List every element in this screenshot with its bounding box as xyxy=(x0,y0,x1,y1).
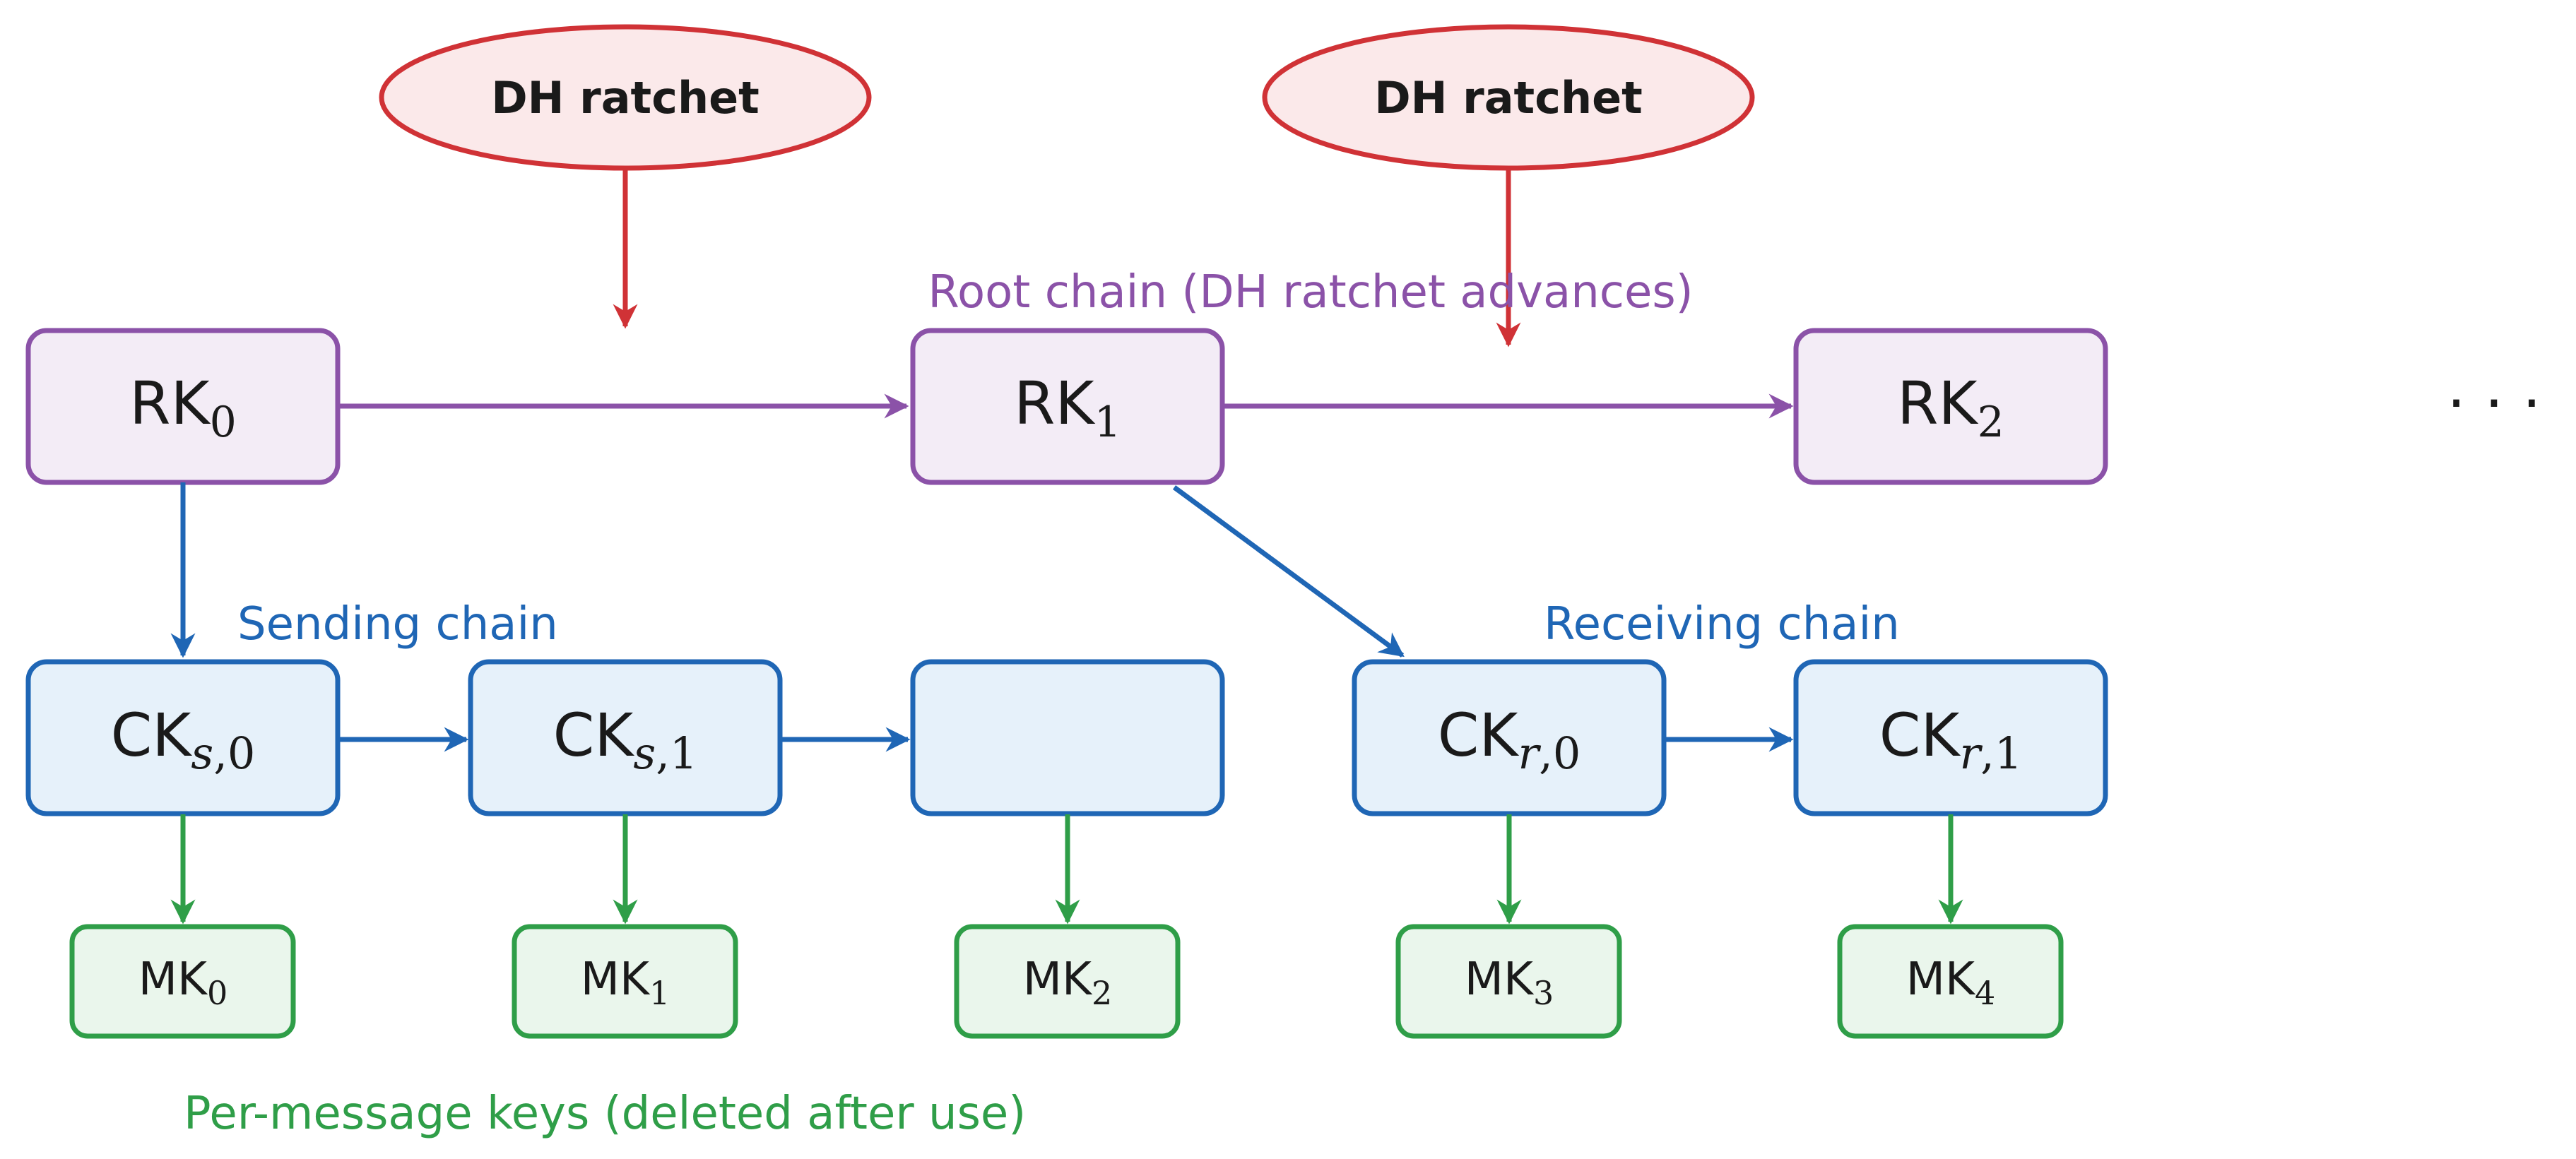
chain-key-base: CK xyxy=(111,701,193,770)
chain-key-base: CK xyxy=(1879,701,1961,770)
root-key-base: RK xyxy=(1897,369,1978,438)
root-key-sub: 0 xyxy=(210,398,237,447)
chain-key-ck-r1: CKr,1 xyxy=(1793,659,2108,816)
message-key-mk2: MK2 xyxy=(954,924,1181,1039)
root-key-rk1: RK1 xyxy=(910,328,1225,485)
chain-key-label: CKs,0 xyxy=(111,701,256,779)
message-key-label: MK0 xyxy=(138,953,228,1012)
chain-key-sub: ,1 xyxy=(1980,727,2022,779)
chain-key-sub: ,0 xyxy=(1539,727,1581,779)
message-key-base: MK xyxy=(1465,953,1535,1006)
dh-ratchet-node-1: DH ratchet xyxy=(379,24,872,171)
chain-key-base: CK xyxy=(553,701,635,770)
root-key-label: RK2 xyxy=(1897,369,2004,447)
message-key-box xyxy=(1837,924,2064,1039)
chain-key-sub-italic: r xyxy=(1518,727,1541,779)
root-key-label: RK0 xyxy=(129,369,237,447)
root-key-sub: 2 xyxy=(1978,398,2004,447)
message-key-sub: 4 xyxy=(1975,974,1995,1012)
chain-key-label: CKr,1 xyxy=(1879,701,2023,779)
message-key-base: MK xyxy=(1906,953,1976,1006)
chain-key-ck-s0: CKs,0 xyxy=(25,659,341,816)
chain-key-box xyxy=(25,659,341,816)
chain-key-sub: ,1 xyxy=(656,727,697,779)
message-key-sub: 2 xyxy=(1092,974,1112,1012)
message-key-mk1: MK1 xyxy=(512,924,738,1039)
dh-ratchet-shape xyxy=(1262,24,1755,171)
message-key-label: MK4 xyxy=(1906,953,1995,1012)
chain-key-sub-italic: s xyxy=(633,727,656,779)
continuation-ellipsis: · · · xyxy=(2447,369,2541,438)
arrow-rk1-to-receiving-chain xyxy=(1172,485,1405,658)
chain-key-sub: ,0 xyxy=(213,727,255,779)
chain-key-label: CKr,0 xyxy=(1438,701,1581,779)
per-message-caption: Per-message keys (deleted after use) xyxy=(184,1088,1026,1140)
chain-key-empty xyxy=(910,659,1225,816)
chain-key-box xyxy=(468,659,783,816)
message-key-box xyxy=(1395,924,1622,1039)
root-key-base: RK xyxy=(129,369,211,438)
message-key-box xyxy=(69,924,296,1039)
root-key-base: RK xyxy=(1014,369,1095,438)
root-key-box xyxy=(1793,328,2108,485)
message-key-base: MK xyxy=(1023,953,1093,1006)
message-key-box xyxy=(954,924,1181,1039)
message-key-label: MK1 xyxy=(581,953,670,1012)
message-key-label: MK2 xyxy=(1023,953,1112,1012)
chain-key-box xyxy=(910,659,1225,816)
message-key-mk3: MK3 xyxy=(1395,924,1622,1039)
dh-ratchet-label: DH ratchet xyxy=(491,72,760,124)
message-key-base: MK xyxy=(581,953,651,1006)
root-key-rk2: RK2 xyxy=(1793,328,2108,485)
chain-key-box xyxy=(1352,659,1667,816)
message-key-sub: 3 xyxy=(1533,974,1554,1012)
dh-ratchet-label: DH ratchet xyxy=(1374,72,1643,124)
message-key-mk4: MK4 xyxy=(1837,924,2064,1039)
root-key-box xyxy=(910,328,1225,485)
chain-key-box xyxy=(1793,659,2108,816)
root-key-sub: 1 xyxy=(1094,398,1121,447)
chain-key-sub-italic: r xyxy=(1959,727,1983,779)
message-key-sub: 1 xyxy=(649,974,670,1012)
chain-key-ck-r0: CKr,0 xyxy=(1352,659,1667,816)
message-key-base: MK xyxy=(138,953,208,1006)
root-key-rk0: RK0 xyxy=(25,328,341,485)
chain-key-ck-s1: CKs,1 xyxy=(468,659,783,816)
dh-ratchet-node-2: DH ratchet xyxy=(1262,24,1755,171)
sending-chain-caption: Sending chain xyxy=(237,598,558,650)
chain-key-label: CKs,1 xyxy=(553,701,698,779)
message-key-mk0: MK0 xyxy=(69,924,296,1039)
chain-key-sub-italic: s xyxy=(191,727,213,779)
root-key-label: RK1 xyxy=(1014,369,1121,447)
chain-key-base: CK xyxy=(1438,701,1520,770)
message-key-sub: 0 xyxy=(207,974,228,1012)
message-key-box xyxy=(512,924,738,1039)
dh-ratchet-shape xyxy=(379,24,872,171)
receiving-chain-caption: Receiving chain xyxy=(1544,598,1900,650)
root-chain-caption: Root chain (DH ratchet advances) xyxy=(928,266,1693,319)
message-key-label: MK3 xyxy=(1465,953,1554,1012)
